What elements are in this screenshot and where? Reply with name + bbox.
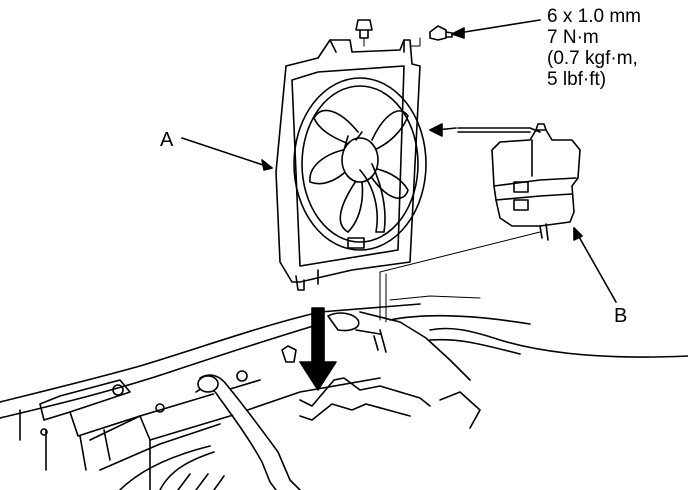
- torque-spec-kgf: (0.7 kgf·m,: [547, 48, 638, 69]
- torque-spec-newton: 7 N·m: [547, 27, 599, 48]
- label-b: B: [614, 305, 628, 327]
- leader-arrow-bolt: [451, 19, 541, 39]
- leader-arrow-b: [573, 227, 617, 303]
- bolt-left: [355, 19, 373, 39]
- engine-bay: [0, 231, 688, 490]
- label-a: A: [160, 129, 174, 151]
- coolant-reservoir: [457, 123, 581, 241]
- bolt-leader-right: [409, 37, 421, 47]
- torque-spec-lbf: 5 lbf·ft): [547, 69, 607, 90]
- leader-arrow-a: [181, 137, 273, 171]
- fan-shroud: [275, 39, 427, 291]
- torque-spec: 6 x 1.0 mm 7 N·m (0.7 kgf·m, 5 lbf·ft): [547, 6, 641, 90]
- bolt-right: [429, 25, 453, 41]
- removal-direction-arrow: [299, 307, 337, 391]
- hose-arrow: [429, 123, 457, 137]
- torque-spec-size: 6 x 1.0 mm: [547, 6, 641, 27]
